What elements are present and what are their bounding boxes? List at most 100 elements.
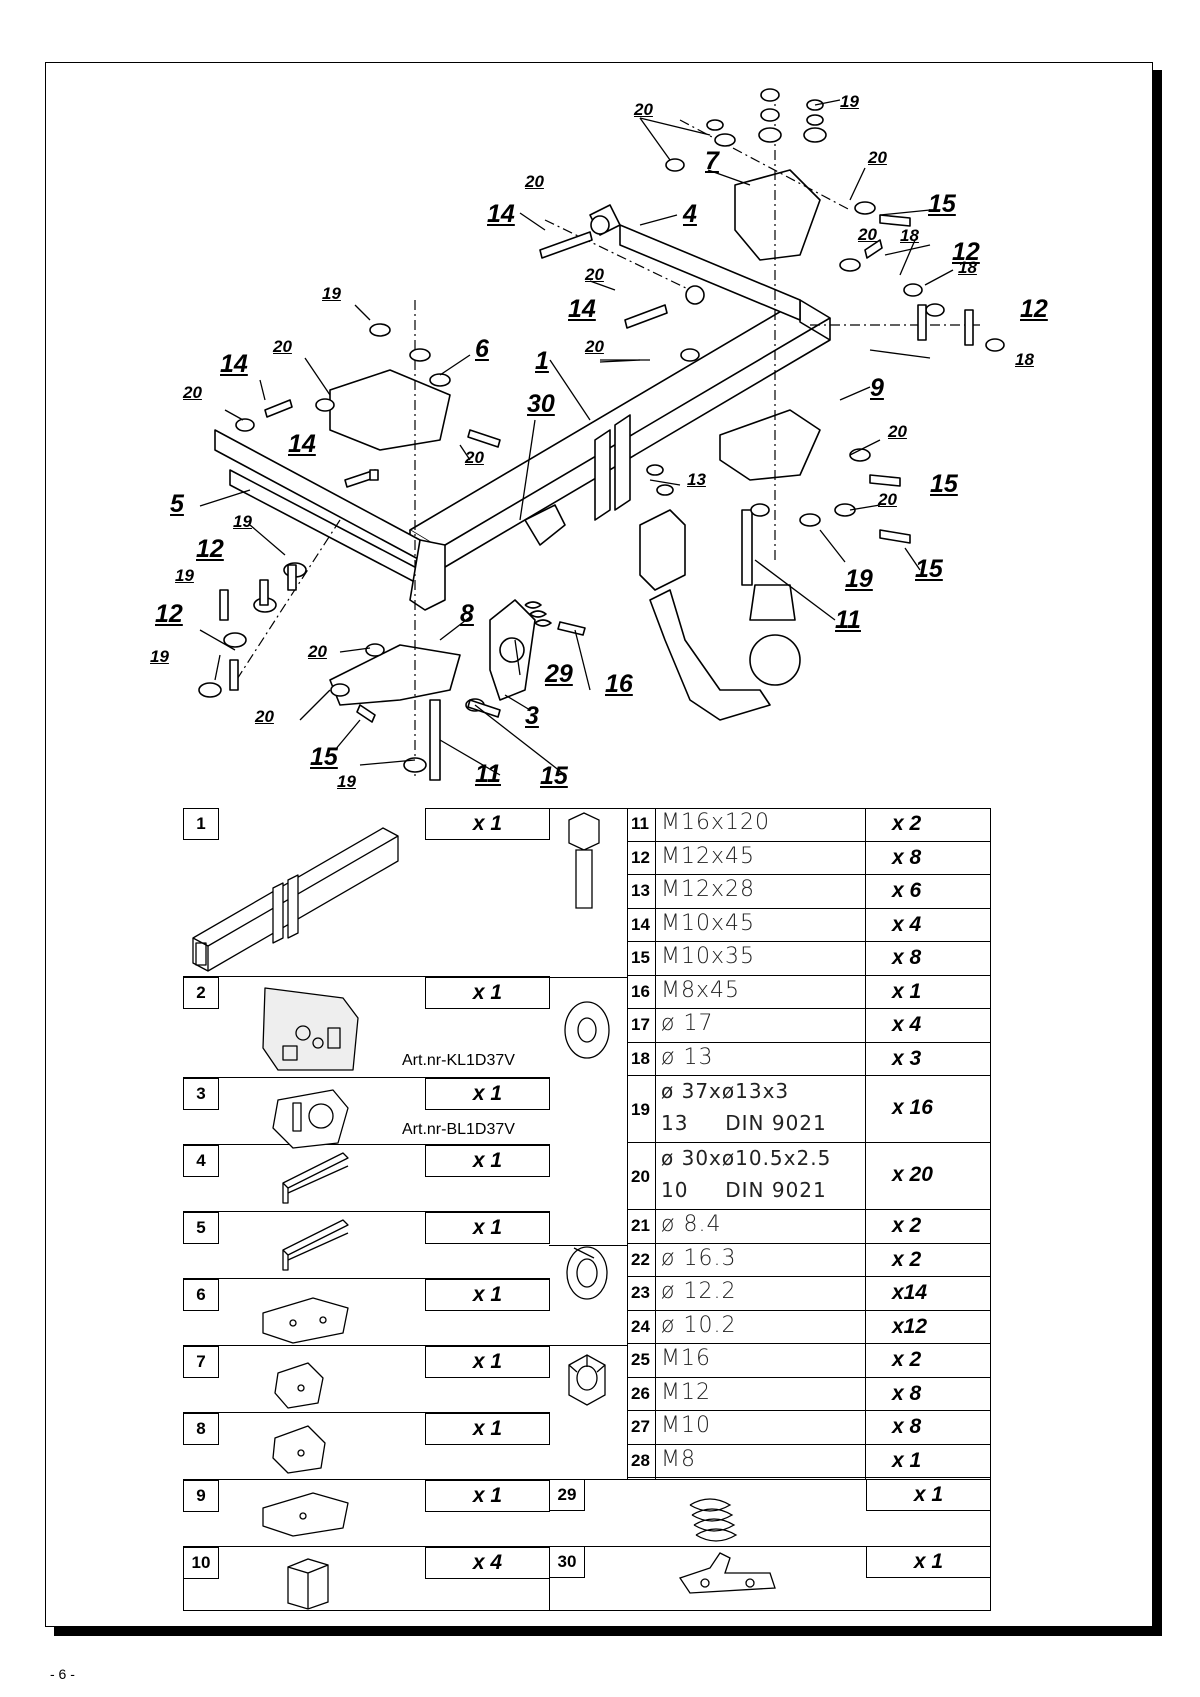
callout-12: 12 [155,600,183,628]
callout-19: 19 [845,565,873,593]
callout-20: 20 [525,172,544,191]
part-number: 8 [183,1413,219,1445]
hardware-standard: 10 DIN 9021 [661,1178,827,1202]
hardware-number: 17 [631,1015,650,1034]
part-quantity: x 1 [425,1279,550,1311]
hardware-number: 12 [631,847,650,867]
hardware-spec: ø 37xø13x3 [661,1079,790,1103]
callout-20: 20 [585,337,604,356]
hardware-number: 20 [631,1167,650,1186]
divider [865,808,867,1479]
divider [549,1345,628,1347]
hardware-quantity: x12 [892,1314,928,1338]
hardware-quantity: x 4 [892,1013,922,1036]
callout-15: 15 [540,762,568,790]
callout-18: 18 [1015,350,1034,369]
hardware-spec: M10 [661,1413,711,1438]
hardware-number: 19 [631,1100,650,1119]
part-number: 5 [183,1212,219,1244]
part-number: 29 [549,1479,585,1511]
frame-shadow-bottom [54,1627,1162,1636]
hardware-spec: M12x28 [661,877,755,902]
hardware-row: 24 ø 10.2 x12 [627,1311,991,1344]
divider [549,1546,991,1548]
part-quantity: x 1 [866,1546,991,1578]
exploded-assembly-diagram [198,88,1005,781]
callout-20: 20 [585,265,604,284]
callout-12: 12 [952,238,980,266]
hardware-quantity: x 20 [892,1163,933,1186]
callout-30: 30 [527,390,555,418]
article-number: Art.nr-BL1D37V [402,1121,515,1138]
hardware-quantity: x 2 [892,812,922,835]
divider [655,808,657,1479]
callout-18: 18 [900,226,919,245]
part-quantity: x 1 [425,1078,550,1110]
part-quantity: x 1 [425,1413,550,1445]
nut-icon [568,1354,606,1406]
hardware-spec: M10x45 [661,910,755,936]
callout-19: 19 [150,647,169,666]
callout-8: 8 [460,600,474,628]
callout-20: 20 [465,448,484,467]
callout-19: 19 [322,284,341,303]
callout-19: 19 [175,566,194,585]
part-number: 10 [183,1547,219,1579]
part-number: 2 [183,977,219,1009]
hardware-quantity: x 6 [892,879,922,902]
hardware-standard: 13 DIN 9021 [661,1111,827,1135]
callout-5: 5 [170,490,184,518]
callout-6: 6 [475,335,489,363]
callout-20: 20 [888,422,907,441]
hardware-spec: M12x45 [661,843,755,869]
hardware-quantity: x 8 [892,946,922,969]
cube-thumbnail [287,1558,329,1610]
callout-11: 11 [835,606,861,634]
part-number: 4 [183,1145,219,1177]
hardware-row: 17 ø 17 x 4 [627,1009,991,1043]
callout-18: 18 [958,258,977,277]
callout-16: 16 [605,670,633,698]
hardware-number: 24 [631,1316,650,1336]
hardware-icons [564,812,610,1300]
callout-14: 14 [288,430,316,458]
hardware-spec: M8 [661,1446,696,1472]
hardware-quantity: x 8 [892,1415,922,1438]
part-quantity: x 1 [425,1145,550,1177]
callout-15: 15 [928,190,956,218]
hardware-number: 28 [631,1450,650,1470]
callout-19: 19 [840,92,859,111]
divider [549,1479,991,1481]
hardware-quantity: x 16 [892,1096,933,1119]
callout-7: 7 [705,147,719,175]
hardware-spec: ø 17 [661,1011,714,1036]
hardware-spec: M12 [661,1379,711,1405]
callout-20: 20 [878,490,897,509]
callout-20: 20 [183,383,202,402]
part-quantity: x 1 [425,1212,550,1244]
part-thumbnails [192,827,399,1537]
hardware-spec: M10x35 [661,944,755,969]
part-quantity: x 1 [866,1479,991,1511]
part-quantity: x 1 [425,1480,550,1512]
hardware-spec: ø 10.2 [661,1312,737,1338]
part-quantity: x 4 [425,1547,550,1579]
callout-11: 11 [475,760,501,788]
hardware-quantity: x 4 [892,912,922,936]
hardware-number: 26 [631,1383,650,1403]
hardware-quantity: x14 [892,1281,928,1304]
hardware-quantity: x 3 [892,1046,922,1070]
callout-12: 12 [196,535,224,563]
hardware-spec: ø 16.3 [661,1245,737,1271]
